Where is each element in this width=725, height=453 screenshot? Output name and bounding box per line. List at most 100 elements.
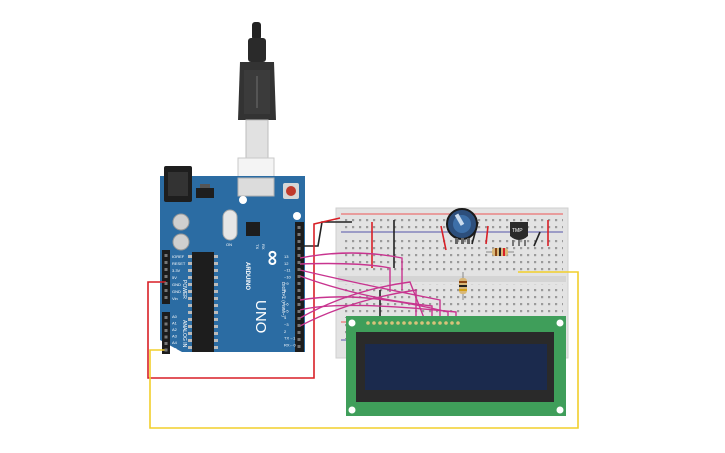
lcd-pin[interactable] bbox=[378, 321, 382, 325]
pin-label: ~6 bbox=[284, 302, 289, 307]
chip-pin bbox=[188, 304, 192, 307]
header-pin[interactable] bbox=[297, 275, 301, 278]
arduino-logo: ∞ bbox=[261, 250, 286, 266]
header-pin[interactable] bbox=[297, 345, 301, 348]
header-pin[interactable] bbox=[164, 254, 168, 257]
header-pin[interactable] bbox=[297, 289, 301, 292]
header-pin[interactable] bbox=[297, 268, 301, 271]
pin-label: 3.3V bbox=[172, 268, 181, 273]
lcd-screen bbox=[365, 344, 547, 390]
lcd-display-16x2[interactable] bbox=[346, 316, 566, 416]
chip-pin bbox=[214, 325, 218, 328]
header-pin[interactable] bbox=[297, 338, 301, 341]
arduino-uno-board[interactable]: ∞ ARDUINO UNO POWER ANALOG IN DIGITAL (P… bbox=[160, 166, 305, 360]
chip-pin bbox=[188, 332, 192, 335]
lcd-pin[interactable] bbox=[432, 321, 436, 325]
header-pin[interactable] bbox=[164, 268, 168, 271]
header-pin[interactable] bbox=[164, 342, 168, 345]
chip-pin bbox=[214, 297, 218, 300]
header-pin[interactable] bbox=[297, 261, 301, 264]
lcd-pin-header[interactable] bbox=[366, 321, 460, 325]
chip-pin bbox=[188, 311, 192, 314]
chip-pin bbox=[214, 346, 218, 349]
capacitor-1 bbox=[172, 213, 190, 231]
header-pin[interactable] bbox=[164, 316, 168, 319]
resistor-vertical[interactable] bbox=[459, 272, 467, 300]
header-pin[interactable] bbox=[164, 296, 168, 299]
analog-header-label: ANALOG IN bbox=[181, 320, 187, 348]
temperature-sensor[interactable]: TMP bbox=[510, 222, 528, 246]
on-led-label: ON bbox=[226, 242, 232, 247]
chip-pin bbox=[214, 283, 218, 286]
brand-label: ARDUINO bbox=[244, 262, 250, 290]
jumper-red-2[interactable] bbox=[440, 225, 447, 251]
header-pin[interactable] bbox=[297, 226, 301, 229]
header-pin[interactable] bbox=[164, 282, 168, 285]
chip-pin bbox=[214, 332, 218, 335]
pin-label: ~3 bbox=[284, 322, 289, 327]
lcd-pin[interactable] bbox=[450, 321, 454, 325]
header-pin[interactable] bbox=[164, 348, 168, 352]
header-pin[interactable] bbox=[297, 233, 301, 236]
header-pin[interactable] bbox=[297, 247, 301, 250]
header-pin[interactable] bbox=[297, 303, 301, 306]
pin-label: GND bbox=[172, 289, 181, 294]
header-pin[interactable] bbox=[297, 317, 301, 320]
resistor-horizontal[interactable] bbox=[486, 248, 514, 256]
atmega-chip bbox=[192, 252, 214, 352]
pin-label: A5 bbox=[172, 347, 178, 352]
chip-pin bbox=[214, 318, 218, 321]
analog-header[interactable] bbox=[162, 312, 170, 354]
usb-cable[interactable] bbox=[237, 22, 276, 193]
ground-wire[interactable] bbox=[300, 221, 352, 247]
header-pin[interactable] bbox=[297, 310, 301, 313]
wires bbox=[147, 217, 579, 429]
pin-label: 12 bbox=[284, 261, 289, 266]
lcd-pin[interactable] bbox=[396, 321, 400, 325]
pin-label: TX→1 bbox=[284, 336, 296, 341]
header-pin[interactable] bbox=[297, 254, 301, 257]
lcd-pin[interactable] bbox=[366, 321, 370, 325]
header-pin[interactable] bbox=[297, 282, 301, 285]
analog-wire-a0[interactable] bbox=[149, 271, 579, 429]
lcd-pin[interactable] bbox=[390, 321, 394, 325]
pin-label: ~10 bbox=[284, 274, 292, 279]
jumper-black-3[interactable] bbox=[533, 231, 541, 247]
lcd-pin[interactable] bbox=[414, 321, 418, 325]
lcd-pin[interactable] bbox=[456, 321, 460, 325]
chip-pin bbox=[188, 325, 192, 328]
lcd-pin[interactable] bbox=[402, 321, 406, 325]
header-pin[interactable] bbox=[297, 240, 301, 243]
digital-header[interactable] bbox=[295, 222, 304, 352]
chip-pin bbox=[214, 339, 218, 342]
header-pin[interactable] bbox=[164, 335, 168, 339]
power-wire-5v[interactable] bbox=[147, 217, 341, 379]
lcd-pin[interactable] bbox=[384, 321, 388, 325]
lcd-pin[interactable] bbox=[420, 321, 424, 325]
pin-label: A3 bbox=[172, 334, 178, 339]
lcd-pin[interactable] bbox=[438, 321, 442, 325]
jumper-red-3[interactable] bbox=[485, 225, 489, 245]
lcd-pin[interactable] bbox=[372, 321, 376, 325]
tx-led-label: TX bbox=[255, 244, 260, 249]
header-pin[interactable] bbox=[164, 261, 168, 264]
potentiometer[interactable] bbox=[446, 208, 478, 244]
header-pin[interactable] bbox=[297, 331, 301, 334]
header-pin[interactable] bbox=[164, 329, 168, 332]
header-pin[interactable] bbox=[164, 275, 168, 278]
lcd-pin[interactable] bbox=[444, 321, 448, 325]
pin-label: 7 bbox=[284, 295, 287, 300]
header-pin[interactable] bbox=[164, 322, 168, 326]
lcd-pin[interactable] bbox=[408, 321, 412, 325]
header-pin[interactable] bbox=[164, 289, 168, 292]
header-pin[interactable] bbox=[297, 296, 301, 299]
pin-label: 13 bbox=[284, 254, 289, 259]
header-pin[interactable] bbox=[297, 324, 301, 327]
chip-pin bbox=[188, 269, 192, 272]
lcd-data-wires[interactable] bbox=[299, 252, 457, 327]
sensor-label: TMP bbox=[512, 228, 523, 234]
lcd-pin[interactable] bbox=[426, 321, 430, 325]
